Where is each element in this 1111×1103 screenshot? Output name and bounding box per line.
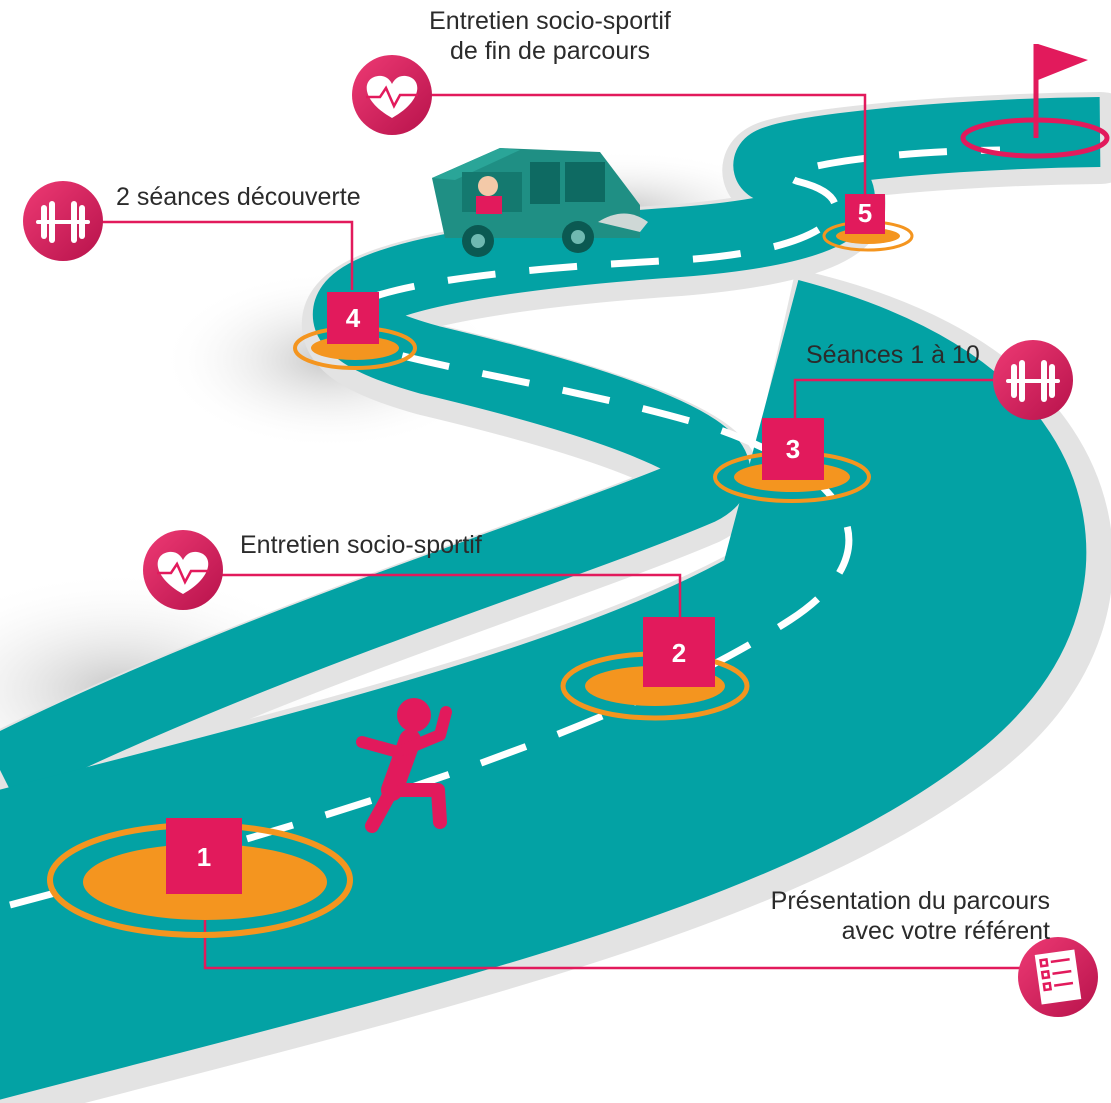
connector-step-3 [793,378,1000,420]
step-3-label: Séances 1 à 10 [806,340,980,370]
step-number-5: 5 [858,198,872,228]
runner-icon [356,698,452,833]
step-number-4: 4 [346,303,361,333]
step-1-label: Présentation du parcours avec votre réfé… [720,886,1050,946]
step-1-label-line-2: avec votre référent [841,917,1050,945]
finish-flag-icon [960,44,1110,159]
connector-step-4 [95,220,354,290]
step-marker-4: 4 [327,292,379,344]
step-marker-1: 1 [166,818,242,894]
step-2-label: Entretien socio-sportif [240,530,482,560]
step-1-label-line-1: Présentation du parcours [770,887,1050,915]
step-number-2: 2 [672,638,686,668]
step-5-label-line-1: Entretien socio-sportif [429,7,671,35]
step-marker-2: 2 [643,617,715,687]
connector-step-5 [420,93,867,195]
step-number-1: 1 [197,842,211,872]
step-marker-3: 3 [762,418,824,480]
dumbbell-icon [993,340,1073,420]
checklist-icon [1018,937,1098,1017]
heart-pulse-icon [352,55,432,135]
step-5-label-line-2: de fin de parcours [449,37,651,65]
step-marker-5: 5 [845,194,885,234]
heart-pulse-icon [143,530,223,610]
step-4-label-line-1: 2 séances découverte [116,183,361,211]
step-3-label-line-1: Séances 1 à 10 [806,341,980,369]
step-4-label: 2 séances découverte [116,182,361,212]
connector-step-2 [210,573,682,620]
step-5-label: Entretien socio-sportif de fin de parcou… [420,6,680,66]
van-icon [432,148,648,257]
step-number-3: 3 [786,434,800,464]
step-2-label-line-1: Entretien socio-sportif [240,531,482,559]
dumbbell-icon [23,181,103,261]
